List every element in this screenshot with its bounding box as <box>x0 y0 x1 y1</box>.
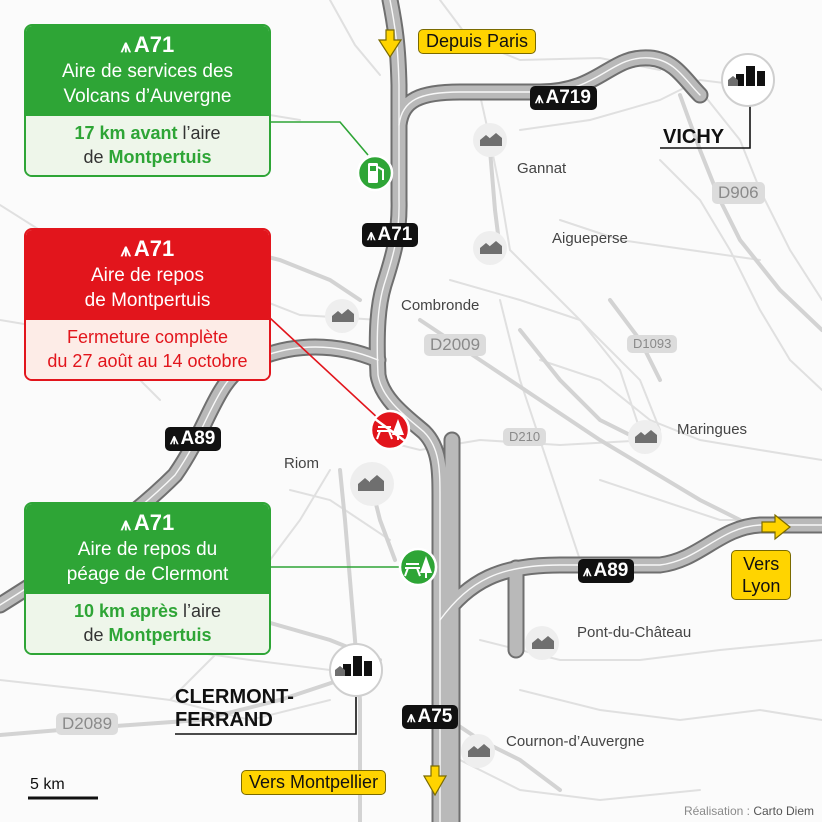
road-shield-d1093: D1093 <box>627 335 678 353</box>
motorway-icon: ⩚ <box>407 709 416 726</box>
motorway-icon: ⩚ <box>367 227 376 244</box>
rest-area-motorway: ⩚A71 <box>120 32 175 57</box>
city-label-clermont-line2: FERRAND <box>175 709 273 731</box>
road-shield-d2089: D2089 <box>56 713 119 735</box>
city-icon-clermont <box>329 643 383 697</box>
motorway-icon: ⩚ <box>583 563 592 580</box>
leader-line-montpertuis <box>269 317 381 421</box>
rest-area-motorway: ⩚A71 <box>120 510 175 535</box>
arrow-to-lyon-icon <box>761 513 791 541</box>
town-label-riom: Riom <box>284 455 320 472</box>
scale-label: 5 km <box>30 776 65 793</box>
town-label-cournon: Cournon-d’Auvergne <box>506 733 645 750</box>
fuel-pump-icon[interactable] <box>356 154 394 192</box>
city-icon-vichy <box>721 53 775 107</box>
road-shield-d210: D210 <box>503 428 547 446</box>
motorway-shield-a75: ⩚A75 <box>402 705 459 729</box>
picnic-closed-icon[interactable] <box>369 409 411 451</box>
motorway-icon: ⩚ <box>120 514 131 534</box>
closure-notice: Fermeture complète du 27 août au 14 octo… <box>26 320 269 379</box>
motorway-shield-a71: ⩚A71 <box>362 223 419 247</box>
rest-area-name-line: Aire de repos du <box>77 539 218 560</box>
direction-from-paris: Depuis Paris <box>418 29 537 54</box>
road-shield-d906: D906 <box>712 182 765 204</box>
leader-line-clermont-city <box>175 688 357 735</box>
motorway-shield-a89-east: ⩚A89 <box>578 559 635 583</box>
motorway-shield-a89-west: ⩚A89 <box>165 427 222 451</box>
town-icon-maringues <box>628 420 662 454</box>
leader-line-vichy <box>660 100 751 149</box>
picnic-tree-icon[interactable] <box>398 547 438 587</box>
rest-area-motorway: ⩚A71 <box>120 236 175 261</box>
rest-area-name-line: de Montpertuis <box>84 290 211 311</box>
town-label-maringues: Maringues <box>677 421 748 438</box>
town-label-pont-du-chateau: Pont-du-Château <box>577 624 692 641</box>
town-label-gannat: Gannat <box>517 160 567 177</box>
town-icon-aigueperse <box>473 231 507 265</box>
city-label-clermont-line1: CLERMONT- <box>175 686 294 708</box>
rest-area-name-line: Aire de services des <box>61 61 234 82</box>
rest-area-name-line: Aire de repos <box>90 265 204 286</box>
rest-area-header: ⩚A71 Aire de services des Volcans d’Auve… <box>26 26 269 116</box>
leader-line-volcans <box>270 121 369 156</box>
town-icon-pont-du-chateau <box>525 626 559 660</box>
direction-to-montpellier: Vers Montpellier <box>241 770 387 795</box>
town-icon-combronde <box>325 299 359 333</box>
city-label-vichy: VICHY <box>663 126 725 148</box>
town-label-aigueperse: Aigueperse <box>552 230 628 247</box>
town-icon-riom <box>350 462 394 506</box>
map-credit: Réalisation : Carto Diem <box>683 804 814 818</box>
motorway-shield-a719: ⩚A719 <box>530 86 597 110</box>
motorway-icon: ⩚ <box>120 36 131 56</box>
arrow-from-paris-icon <box>377 29 403 59</box>
arrow-to-montpellier-icon <box>422 765 448 797</box>
rest-area-card-montpertuis: ⩚A71 Aire de repos de Montpertuis Fermet… <box>24 228 271 381</box>
town-label-combronde: Combronde <box>401 297 480 314</box>
motorway-icon: ⩚ <box>170 431 179 448</box>
motorway-icon: ⩚ <box>120 240 131 260</box>
rest-area-card-clermont: ⩚A71 Aire de repos du péage de Clermont … <box>24 502 271 655</box>
rest-area-name-line: péage de Clermont <box>66 564 229 585</box>
rest-area-card-volcans: ⩚A71 Aire de services des Volcans d’Auve… <box>24 24 271 177</box>
town-icon-cournon <box>461 734 495 768</box>
rest-area-header: ⩚A71 Aire de repos du péage de Clermont <box>26 504 269 594</box>
motorway-icon: ⩚ <box>535 90 544 107</box>
rest-area-note: 10 km après l’aire de Montpertuis <box>26 594 269 653</box>
rest-area-name-line: Volcans d’Auvergne <box>63 86 232 107</box>
road-shield-d2009: D2009 <box>424 334 487 356</box>
rest-area-note: 17 km avant l’aire de Montpertuis <box>26 116 269 175</box>
town-icon-gannat <box>473 123 507 157</box>
rest-area-header: ⩚A71 Aire de repos de Montpertuis <box>26 230 269 320</box>
